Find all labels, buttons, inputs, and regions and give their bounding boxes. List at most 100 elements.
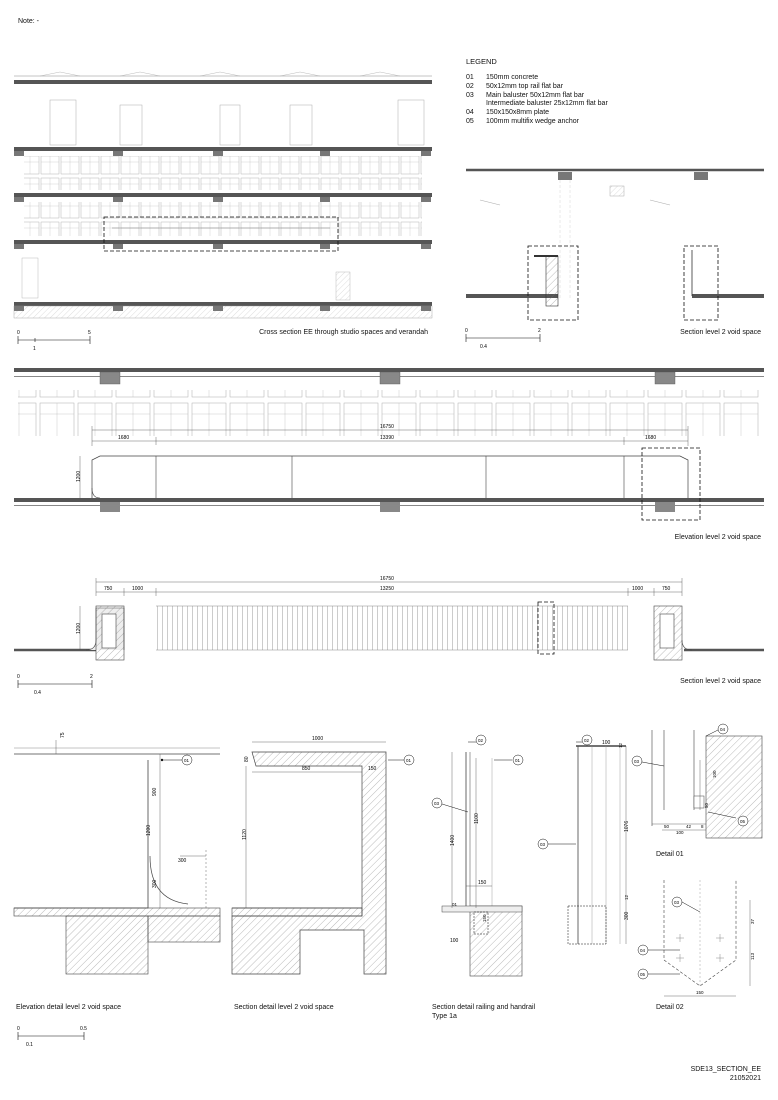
scale3-label-end: 2 (90, 674, 93, 680)
dim-sec-r2: 750 (662, 586, 671, 592)
caption-section-detail: Section detail level 2 void space (234, 1004, 334, 1011)
scale4-label-sub: 0.1 (26, 1042, 33, 1048)
caption-detail-02: Detail 02 (656, 1004, 684, 1011)
legend-text-03: Main baluster 50x12mm flat bar (486, 92, 585, 99)
dim-d1-w1: 50 (664, 824, 670, 829)
legend-code-01: 01 (466, 74, 474, 81)
tag-02-rail: 02 (478, 738, 484, 743)
tag-03-rail: 03 (434, 801, 440, 806)
dim-elev-total: 16750 (380, 424, 394, 430)
dim-ed-h3: 300 (152, 879, 158, 888)
dim-rr-w: 100 (602, 740, 611, 746)
dim-rr-b: 12 (624, 894, 629, 900)
caption-detail-01: Detail 01 (656, 851, 684, 858)
legend-text-03b: Intermediate baluster 25x12mm flat bar (486, 100, 608, 107)
detail-01: 100 50 50 42 8 100 04 03 05 (631, 723, 763, 839)
tag-04-d1: 04 (720, 727, 726, 732)
tag-01-rail-b: 01 (452, 902, 458, 907)
railing-detail: 1400 1100 150 100 150 02 01 03 01 (431, 734, 524, 977)
note: Note: - (18, 18, 40, 25)
dim-sd-w2: 850 (302, 766, 311, 772)
scale3-label-start: 0 (17, 674, 20, 680)
legend-text-04: 150x150x8mm plate (486, 109, 550, 116)
caption-cross-section: Cross section EE through studio spaces a… (259, 329, 428, 336)
tag-03-relev: 03 (540, 842, 546, 847)
tag-01-rail: 01 (515, 758, 521, 763)
dim-rd-h1: 1400 (450, 835, 456, 846)
dim-d1-w: 100 (676, 830, 684, 835)
dim-sec-inner: 13250 (380, 586, 394, 592)
dim-ed-top: 75 (60, 732, 66, 738)
elevation-level2-void: 16750 13390 1680 1680 1200 (14, 368, 764, 521)
dim-rr-h1: 1076 (624, 821, 630, 832)
legend-code-03: 03 (466, 92, 474, 99)
caption-section-void: Section level 2 void space (680, 329, 761, 336)
tag-05-d2: 05 (640, 972, 646, 977)
tag-01-elev: 01 (184, 758, 190, 763)
dim-sd-h: 1120 (242, 829, 248, 840)
drawing-date: 21052021 (729, 1075, 761, 1082)
tag-04-d2: 04 (640, 948, 646, 953)
scale-bar-1: 0 5 1 (17, 330, 91, 352)
dim-elev-left: 1680 (118, 435, 129, 441)
dim-sd-w1: 1000 (312, 736, 323, 742)
section-level2-void-plan: 16750 13250 750 1000 1000 750 1200 0 2 0… (14, 576, 764, 696)
tag-01-sect: 01 (406, 758, 412, 763)
dim-sd-t: 80 (244, 756, 250, 762)
legend-text-02: 50x12mm top rail flat bar (486, 83, 564, 90)
scale-bar-3: 0 2 0.4 (17, 674, 93, 696)
section-detail: 1000 850 80 150 1120 01 (231, 736, 415, 975)
dim-rd-b1: 100 (450, 938, 459, 944)
scale-bar-2: 0 2 0.4 (465, 328, 541, 350)
scale2-label-start: 0 (465, 328, 468, 334)
dim-d1-w2: 42 (686, 824, 692, 829)
dim-d1-h: 100 (712, 770, 717, 778)
dim-elev-height: 1200 (76, 471, 82, 482)
legend-text-01: 150mm concrete (486, 74, 539, 81)
legend-code-04: 04 (466, 109, 474, 116)
dim-sec-l1: 750 (104, 586, 113, 592)
dim-ed-h2: 1200 (146, 825, 152, 836)
dim-elev-right: 1680 (645, 435, 656, 441)
legend-text-05: 100mm multifix wedge anchor (486, 118, 579, 125)
tag-03-d1: 03 (634, 759, 640, 764)
dim-sec-r1: 1000 (632, 586, 643, 592)
dim-d2-h2: 113 (750, 952, 755, 960)
dim-d2-h1: 37 (750, 918, 755, 924)
dim-sec-height: 1200 (76, 623, 82, 634)
caption-railing-detail: Section detail railing and handrail (432, 1004, 536, 1011)
dim-sec-total: 16750 (380, 576, 394, 582)
scale1-label-sub: 1 (33, 346, 36, 352)
legend-title: LEGEND (466, 57, 497, 66)
legend-code-02: 02 (466, 83, 474, 90)
drawing-code: SDE13_SECTION_EE (690, 1066, 761, 1073)
caption-elevation-void: Elevation level 2 void space (674, 534, 761, 541)
caption-section-void-2: Section level 2 void space (680, 678, 761, 685)
caption-elevation-detail: Elevation detail level 2 void space (16, 1004, 122, 1011)
dim-rr-h2: 300 (624, 911, 630, 920)
dim-rd-h2: 1100 (474, 813, 480, 824)
scale1-label-start: 0 (17, 330, 20, 336)
tag-03-d2: 03 (674, 900, 680, 905)
dim-elev-inner: 13390 (380, 435, 394, 441)
dim-rd-w: 150 (478, 880, 487, 886)
scale4-label-start: 0 (17, 1026, 20, 1032)
scale4-label-end: 0.5 (80, 1026, 87, 1032)
tag-02-relev: 02 (584, 738, 590, 743)
scale2-label-end: 2 (538, 328, 541, 334)
caption-railing-type: Type 1a (432, 1013, 457, 1020)
legend-code-05: 05 (466, 118, 474, 125)
dim-ed-w: 300 (178, 858, 187, 864)
dim-sec-l2: 1000 (132, 586, 143, 592)
scale-bar-4: 0 0.5 0.1 (17, 1026, 87, 1048)
dim-d2-w: 150 (696, 990, 704, 995)
dim-ed-h1: 900 (152, 787, 158, 796)
scale3-label-sub: 0.4 (34, 690, 41, 696)
scale1-label-end: 5 (88, 330, 91, 336)
railing-elevation: 100 12 1076 300 12 02 03 (537, 734, 630, 945)
scale2-label-sub: 0.4 (480, 344, 487, 350)
detail-02: 150 37 113 03 04 05 (637, 880, 755, 997)
elevation-detail: 900 1200 300 300 75 01 (13, 732, 221, 975)
dim-d1-s: 50 (704, 802, 709, 808)
